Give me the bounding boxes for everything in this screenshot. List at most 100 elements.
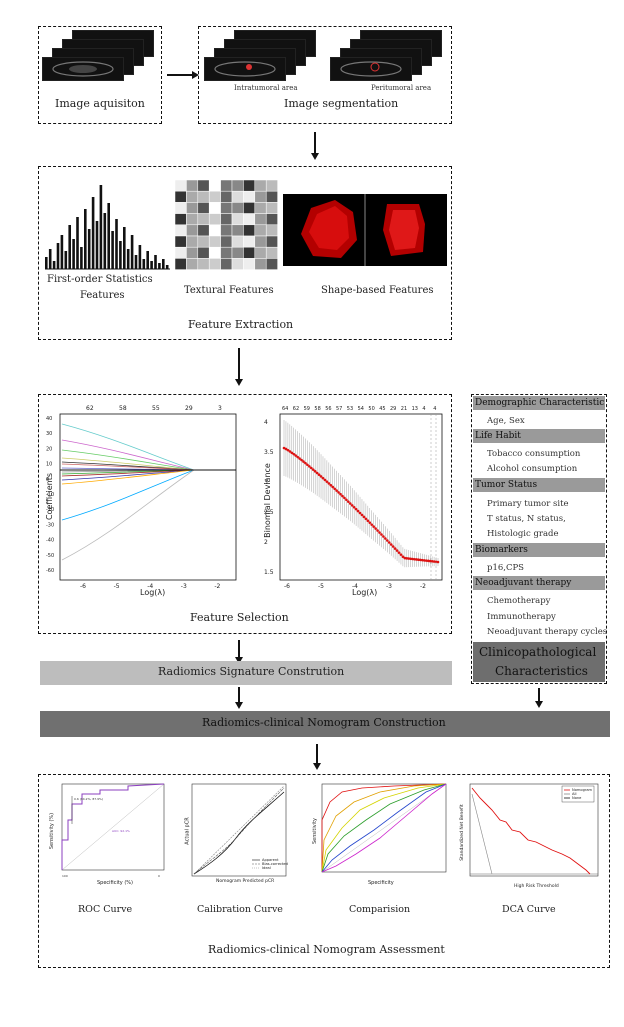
arrow-acq-to-seg xyxy=(167,71,199,78)
calibration-legend-ideal: Ideal xyxy=(262,866,271,870)
intratumoral-label: Intratumoral area xyxy=(234,84,298,92)
radiomics-signature-bar: Radiomics Signature Constrution xyxy=(40,661,452,685)
svg-text:45: 45 xyxy=(379,406,385,412)
calibration-legend-bias: Bias-corrected xyxy=(262,862,288,866)
first-order-label-1: First-order Statistics xyxy=(47,274,153,285)
svg-text:100: 100 xyxy=(62,874,68,878)
arrow-seg-to-extraction xyxy=(311,132,318,160)
svg-text:-50: -50 xyxy=(46,553,54,559)
clinical-item: Histologic grade xyxy=(487,529,559,539)
svg-text:-40: -40 xyxy=(46,538,54,544)
svg-text:-6: -6 xyxy=(80,583,86,590)
acquisition-label: Image aquisiton xyxy=(55,97,145,110)
acquisition-box xyxy=(38,26,162,124)
svg-text:-10: -10 xyxy=(46,492,54,498)
texture-matrix-icon xyxy=(175,180,278,270)
nomogram-construction-bar: Radiomics-clinical Nomogram Construction xyxy=(40,711,610,737)
svg-text:59: 59 xyxy=(304,406,310,412)
clinical-header-biomarkers: Biomarkers xyxy=(473,543,605,557)
svg-text:-3: -3 xyxy=(181,583,187,590)
segmentation-label: Image segmentation xyxy=(284,97,399,110)
arrow-nomogram-to-assessment xyxy=(313,744,320,770)
feature-extraction-box xyxy=(38,166,452,340)
clinical-item: p16,CPS xyxy=(487,563,525,573)
svg-text:4: 4 xyxy=(422,406,425,412)
svg-text:0.6 (94.2%, 87.9%): 0.6 (94.2%, 87.9%) xyxy=(74,797,103,801)
svg-text:13: 13 xyxy=(412,406,418,412)
calibration-caption: Calibration Curve xyxy=(197,904,283,915)
clinical-footer: Clinicopathological Characteristics xyxy=(473,642,605,682)
svg-text:3: 3 xyxy=(264,479,268,486)
svg-text:20: 20 xyxy=(46,446,52,452)
svg-text:-5: -5 xyxy=(318,583,324,590)
assessment-box xyxy=(38,774,610,968)
svg-text:58: 58 xyxy=(314,406,320,412)
roc-ylabel: Sensitivity (%) xyxy=(49,812,56,850)
ct-scan-stack-acquisition xyxy=(42,30,160,81)
svg-text:2: 2 xyxy=(264,539,268,546)
svg-text:64: 64 xyxy=(282,406,288,412)
svg-text:55: 55 xyxy=(152,405,160,412)
svg-text:-5: -5 xyxy=(114,583,120,590)
svg-text:54: 54 xyxy=(358,406,364,412)
calibration-ylabel: Actual pCR xyxy=(184,817,191,845)
svg-text:-60: -60 xyxy=(46,568,54,574)
svg-text:-4: -4 xyxy=(147,583,153,590)
svg-text:29: 29 xyxy=(390,406,396,412)
comparison-xlabel: Specificity xyxy=(368,880,394,886)
comparison-plot xyxy=(321,783,447,873)
clinical-header-demographic: Demographic Characteristic xyxy=(473,396,605,410)
calibration-legend-apparent: Apparent xyxy=(262,858,279,862)
svg-text:50: 50 xyxy=(368,406,374,412)
svg-text:56: 56 xyxy=(325,406,331,412)
svg-text:AUC: 92.1%: AUC: 92.1% xyxy=(112,829,130,833)
svg-text:2.5: 2.5 xyxy=(264,509,274,516)
svg-text:-30: -30 xyxy=(46,522,54,528)
calibration-plot xyxy=(191,783,287,877)
clinical-header-life-habit: Life Habit xyxy=(473,429,605,443)
histogram-icon xyxy=(45,185,170,270)
shape-render-box xyxy=(283,194,447,266)
dca-caption: DCA Curve xyxy=(502,904,556,915)
svg-text:-20: -20 xyxy=(46,507,54,513)
svg-text:62: 62 xyxy=(86,405,94,412)
comparison-caption: Comparision xyxy=(349,904,411,915)
svg-text:53: 53 xyxy=(347,406,353,412)
clinical-header-neoadjuvant: Neoadjuvant therapy xyxy=(473,576,605,590)
clinical-item: Primary tumor site xyxy=(487,499,569,509)
svg-text:30: 30 xyxy=(46,431,52,437)
svg-text:-4: -4 xyxy=(352,583,358,590)
svg-text:57: 57 xyxy=(336,406,342,412)
dca-plot xyxy=(469,783,599,877)
svg-text:62: 62 xyxy=(293,406,299,412)
deviance-xlabel: Log(λ) xyxy=(352,588,378,597)
dca-legend-all: All xyxy=(572,792,577,796)
clinical-item: Tobacco consumption xyxy=(487,449,581,459)
signature-label: Radiomics Signature Constrution xyxy=(158,665,345,678)
segmentation-box xyxy=(198,26,452,124)
svg-text:4: 4 xyxy=(264,419,268,426)
clinical-box xyxy=(471,394,607,684)
svg-text:1.5: 1.5 xyxy=(264,569,274,576)
assessment-section-label: Radiomics-clinical Nomogram Assessment xyxy=(208,943,445,956)
svg-text:3.5: 3.5 xyxy=(264,449,274,456)
peritumoral-label: Peritumoral area xyxy=(371,84,432,92)
svg-text:21: 21 xyxy=(401,406,407,412)
dca-xlabel: High Risk Threshold xyxy=(514,884,559,889)
dca-legend-nomogram: Nomogram xyxy=(572,788,593,792)
comparison-ylabel: Sensitivity xyxy=(312,817,319,845)
ct-scan-stack-peritumoral xyxy=(330,30,448,81)
roc-caption: ROC Curve xyxy=(78,904,133,915)
clinical-footer-line-2: Characteristics xyxy=(495,664,588,678)
roc-plot: 0.6 (94.2%, 87.9%) AUC: 92.1% 100 0 xyxy=(61,783,165,878)
clinical-panel: Demographic Characteristic Age, Sex Life… xyxy=(473,396,607,682)
arrow-selection-to-signature xyxy=(235,640,242,664)
selection-section-label: Feature Selection xyxy=(190,611,289,624)
clinical-item: Chemotherapy xyxy=(487,596,551,606)
nomogram-label: Radiomics-clinical Nomogram Construction xyxy=(202,716,446,729)
roc-xlabel: Specificity (%) xyxy=(97,880,134,886)
textural-label: Textural Features xyxy=(184,285,274,296)
shape-label: Shape-based Features xyxy=(321,285,434,296)
svg-text:40: 40 xyxy=(46,416,52,422)
